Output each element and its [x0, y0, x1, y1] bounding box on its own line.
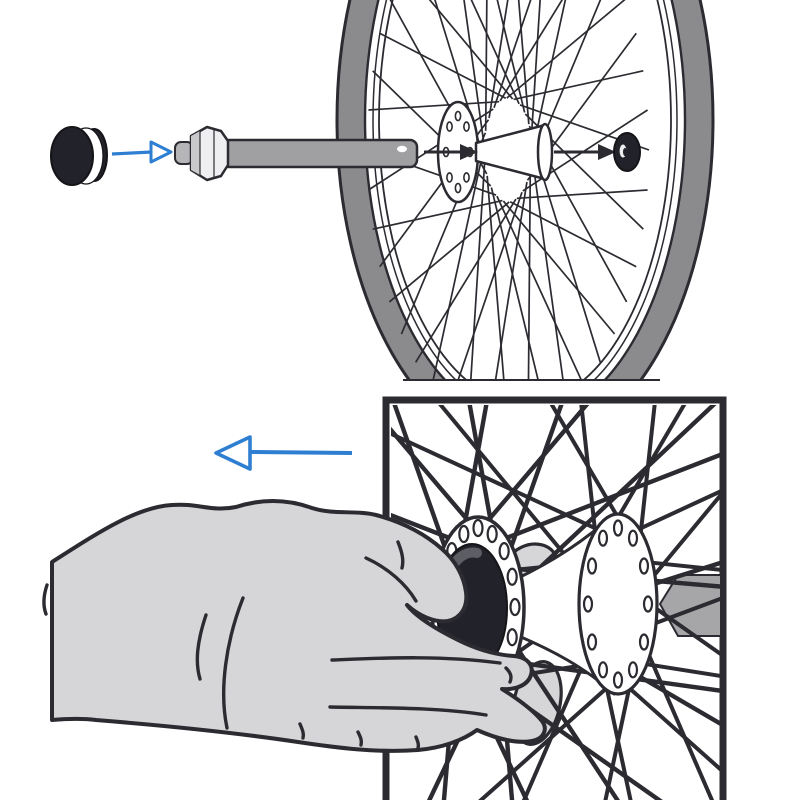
arrow-right-icon — [424, 144, 478, 160]
axle-icon — [174, 125, 419, 182]
hand-crease-lines — [42, 540, 513, 750]
hand-silhouette — [50, 499, 547, 753]
rim-line — [372, 0, 678, 381]
step1-group — [50, 0, 715, 381]
hub-flange-icon — [577, 512, 659, 696]
dust-cap-icon — [50, 126, 108, 186]
hand-icon — [42, 499, 547, 753]
end-cap-icon — [613, 132, 641, 172]
axle-hole — [397, 145, 407, 153]
axle-rod — [220, 138, 419, 169]
arrow-left-icon — [214, 435, 353, 471]
hub-lip — [536, 122, 554, 182]
arrow-right-icon — [111, 140, 173, 164]
arrow-right-icon — [554, 144, 616, 160]
hub-flange-holes — [582, 519, 654, 689]
